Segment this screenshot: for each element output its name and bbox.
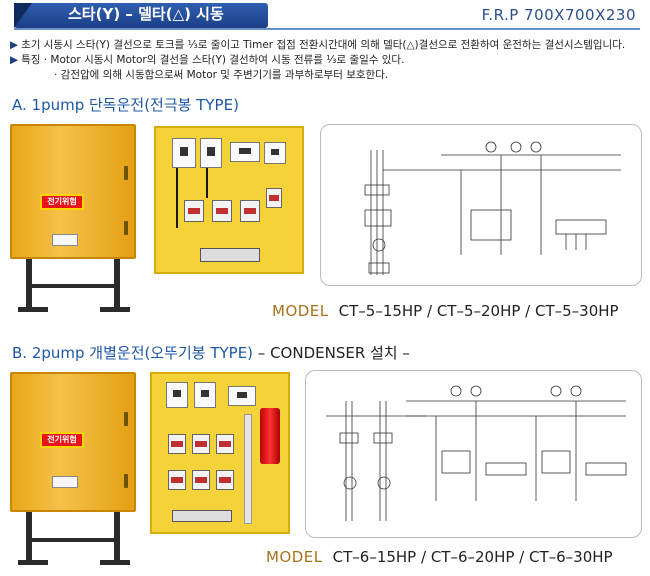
stand-leg — [26, 512, 32, 564]
stand-foot — [100, 307, 130, 312]
stand-foot — [100, 560, 130, 565]
overload-relay — [266, 188, 282, 208]
contactor — [192, 434, 210, 454]
title-bar — [14, 3, 268, 28]
name-plate — [52, 476, 78, 488]
contactor — [168, 470, 186, 490]
contactor — [216, 470, 234, 490]
wiring-diagram-svg — [326, 385, 627, 521]
timer — [264, 142, 286, 164]
relay — [228, 386, 256, 406]
cabinet-lock — [124, 474, 128, 488]
contactor — [168, 434, 186, 454]
danger-warning-sign: 전기위험 — [40, 432, 84, 448]
header-rule — [14, 28, 640, 30]
model-values: CT–6–15HP / CT–6–20HP / CT–6–30HP — [332, 548, 613, 566]
description-line-2: ▶특징 · Motor 시동시 Motor의 결선을 스타(Y) 결선하여 시동… — [10, 54, 405, 66]
contactor — [240, 200, 260, 222]
section-a-model-line: MODEL CT–5–15HP / CT–5–20HP / CT–5–30HP — [272, 302, 619, 320]
contactor — [192, 470, 210, 490]
section-b-cabinet-photo: 전기위험 — [8, 372, 143, 568]
breaker — [172, 138, 196, 168]
description: ▶초기 시동시 스타(Y) 결선으로 토크를 ⅓로 줄이고 Timer 접점 전… — [10, 38, 625, 83]
bullet-triangle-icon: ▶ — [10, 54, 19, 66]
wire — [206, 168, 208, 198]
cabinet-lock — [124, 166, 128, 180]
frp-cabinet: 전기위험 — [10, 124, 136, 259]
section-b-model-line: MODEL CT–6–15HP / CT–6–20HP / CT–6–30HP — [266, 548, 613, 566]
contactor — [184, 200, 204, 222]
stand-leg — [26, 259, 32, 311]
breaker — [200, 138, 222, 168]
stand-crossbar — [30, 538, 118, 542]
wire — [176, 168, 178, 228]
section-a-title: A. 1pump 단독운전(전극봉 TYPE) — [12, 96, 239, 114]
section-b-wiring-diagram — [305, 370, 642, 538]
page-title: 스타(Y) – 델타(△) 시동 — [68, 5, 224, 23]
contactor — [212, 200, 232, 222]
contactor — [216, 434, 234, 454]
cabinet-lock — [124, 412, 128, 426]
cabinet-lock — [124, 221, 128, 235]
frp-cabinet: 전기위험 — [10, 372, 136, 512]
name-plate — [52, 234, 78, 246]
section-b-backplate-photo — [150, 372, 290, 534]
section-a-backplate-photo — [154, 126, 304, 274]
breaker — [166, 382, 188, 408]
model-values: CT–5–15HP / CT–5–20HP / CT–5–30HP — [338, 302, 619, 320]
section-b-title: B. 2pump 개별운전(오뚜기봉 TYPE) – CONDENSER 설치 … — [12, 344, 410, 362]
description-line-1: ▶초기 시동시 스타(Y) 결선으로 토크를 ⅓로 줄이고 Timer 접점 전… — [10, 39, 626, 51]
relay — [230, 142, 260, 162]
condenser — [260, 408, 280, 464]
page-header: 스타(Y) – 델타(△) 시동 F.R.P 700X700X230 — [0, 0, 650, 34]
terminal-block — [200, 248, 260, 262]
breaker — [194, 382, 216, 408]
wire-duct — [244, 414, 252, 524]
description-line-3: · 감전압에 의해 시동함으로써 Motor 및 주변기기를 과부하로부터 보호… — [54, 69, 389, 81]
model-label: MODEL — [266, 548, 323, 566]
enclosure-spec: F.R.P 700X700X230 — [481, 6, 636, 24]
title-corner-accent — [14, 3, 32, 28]
bullet-triangle-icon: ▶ — [10, 39, 19, 51]
section-a-wiring-diagram — [320, 124, 642, 286]
wiring-diagram-svg — [364, 141, 621, 275]
stand-foot — [18, 560, 48, 565]
stand-foot — [18, 307, 48, 312]
stand-crossbar — [30, 284, 118, 288]
terminal-block — [172, 510, 232, 522]
danger-warning-sign: 전기위험 — [40, 194, 84, 210]
model-label: MODEL — [272, 302, 329, 320]
section-a-cabinet-photo: 전기위험 — [8, 124, 143, 314]
